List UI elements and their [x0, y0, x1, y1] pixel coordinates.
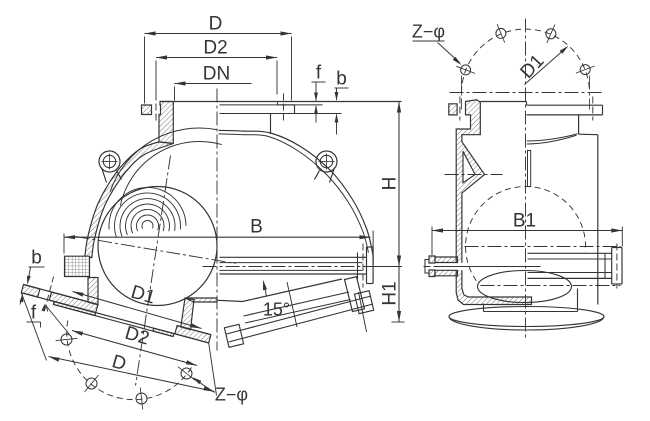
svg-text:b: b	[31, 248, 42, 269]
svg-text:f: f	[31, 303, 37, 324]
svg-text:Z−φ: Z−φ	[215, 385, 248, 405]
svg-text:f: f	[316, 63, 322, 84]
svg-text:B: B	[250, 217, 263, 238]
svg-text:B1: B1	[513, 211, 536, 232]
svg-text:15°: 15°	[263, 300, 290, 320]
svg-text:D2: D2	[203, 38, 227, 59]
svg-text:D: D	[209, 14, 223, 35]
svg-text:H1: H1	[380, 281, 401, 305]
svg-text:b: b	[336, 69, 347, 90]
svg-text:DN: DN	[203, 64, 230, 85]
svg-text:D: D	[110, 351, 129, 375]
svg-text:Z−φ: Z−φ	[412, 22, 445, 42]
svg-text:H: H	[380, 177, 401, 191]
